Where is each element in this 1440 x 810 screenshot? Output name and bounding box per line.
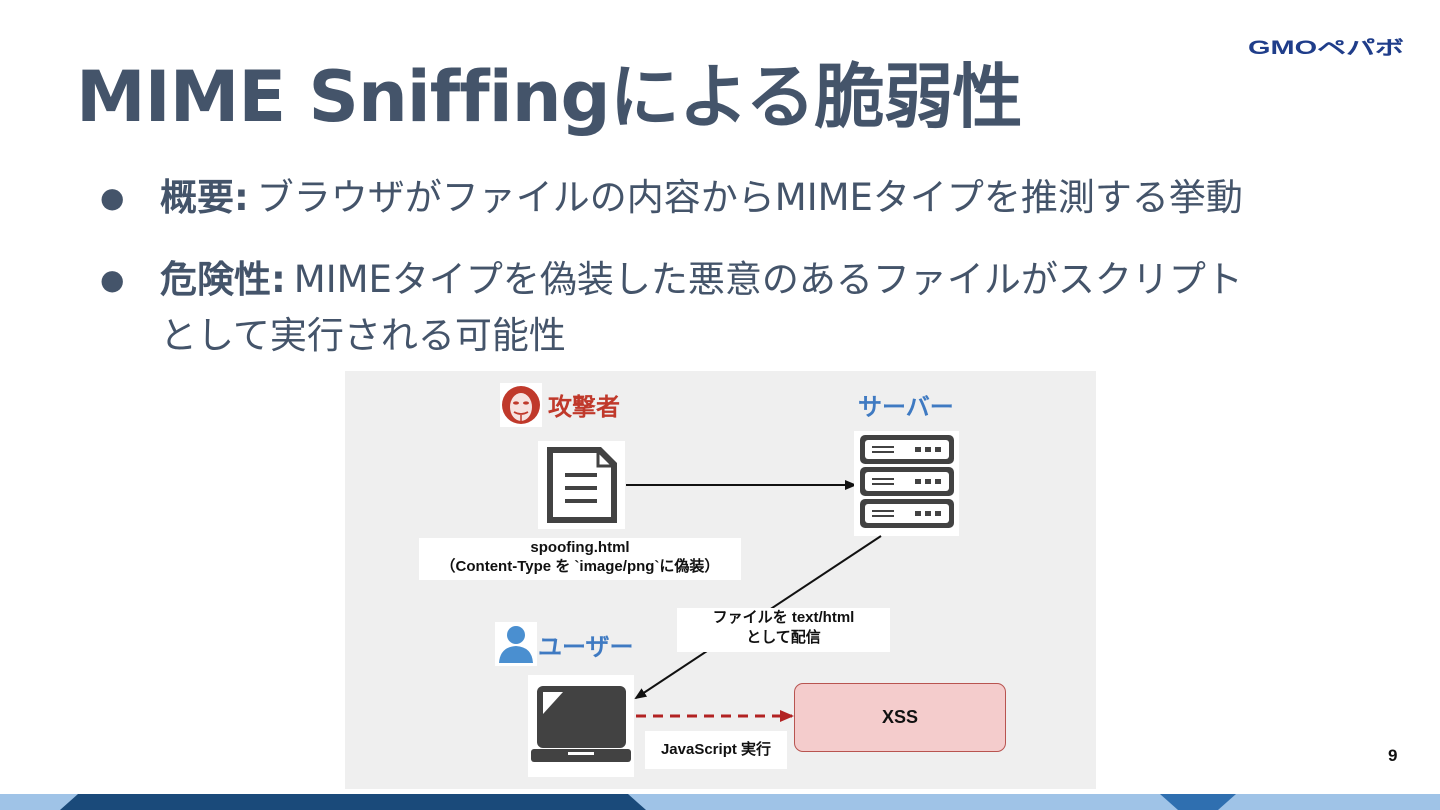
slide-title: MIME Sniffingによる脆弱性 [76, 56, 1023, 138]
bullet-term: 概要: [160, 176, 249, 219]
server-icon [854, 431, 959, 536]
user-label: ユーザー [538, 634, 634, 661]
bullet-term: 危険性: [160, 258, 286, 301]
xss-box: XSS [794, 683, 1006, 752]
diagram-graphics [495, 383, 959, 777]
footer-band [0, 794, 1440, 810]
file-note: （Content-Type を `image/png`に偽装） [440, 558, 720, 575]
xss-label: XSS [881, 707, 919, 727]
document-icon [538, 441, 625, 529]
attacker-mask-icon [500, 383, 542, 427]
file-caption: spoofing.html （Content-Type を `image/png… [419, 538, 741, 580]
bullet-list: ● 概要:ブラウザがファイルの内容からMIMEタイプを推測する挙動 ● 危険性:… [100, 170, 1360, 390]
bullet-text: ブラウザがファイルの内容からMIMEタイプを推測する挙動 [256, 176, 1243, 219]
page-number: 9 [1388, 746, 1398, 765]
bullet-text-continued: として実行される可能性 [160, 314, 566, 357]
mime-sniffing-diagram: 攻撃者 サーバー ユーザー spoofing.html （Content-Typ… [345, 371, 1096, 789]
bullet-danger: ● 危険性:MIMEタイプを偽装した悪意のあるファイルがスクリプト として実行さ… [100, 252, 1360, 364]
bullet-marker: ● [100, 181, 125, 214]
attacker-label: 攻撃者 [548, 394, 620, 421]
laptop-icon [528, 675, 634, 777]
bullet-text: MIMEタイプを偽装した悪意のあるファイルがスクリプト [293, 258, 1243, 301]
delivery-caption: ファイルを text/html として配信 [677, 608, 890, 652]
delivery-line-1: ファイルを text/html [712, 609, 855, 626]
server-label: サーバー [858, 394, 954, 421]
gmo-pepabo-logo: GMOペパボ [1248, 37, 1404, 58]
logo-text: GMOペパボ [1248, 37, 1404, 58]
bullet-overview: ● 概要:ブラウザがファイルの内容からMIMEタイプを推測する挙動 [100, 170, 1360, 226]
user-icon [495, 622, 537, 666]
file-name: spoofing.html [530, 539, 630, 556]
javascript-label: JavaScript 実行 [660, 741, 772, 758]
delivery-line-2: として配信 [746, 629, 821, 646]
bullet-marker: ● [100, 263, 125, 296]
javascript-caption: JavaScript 実行 [645, 731, 787, 769]
